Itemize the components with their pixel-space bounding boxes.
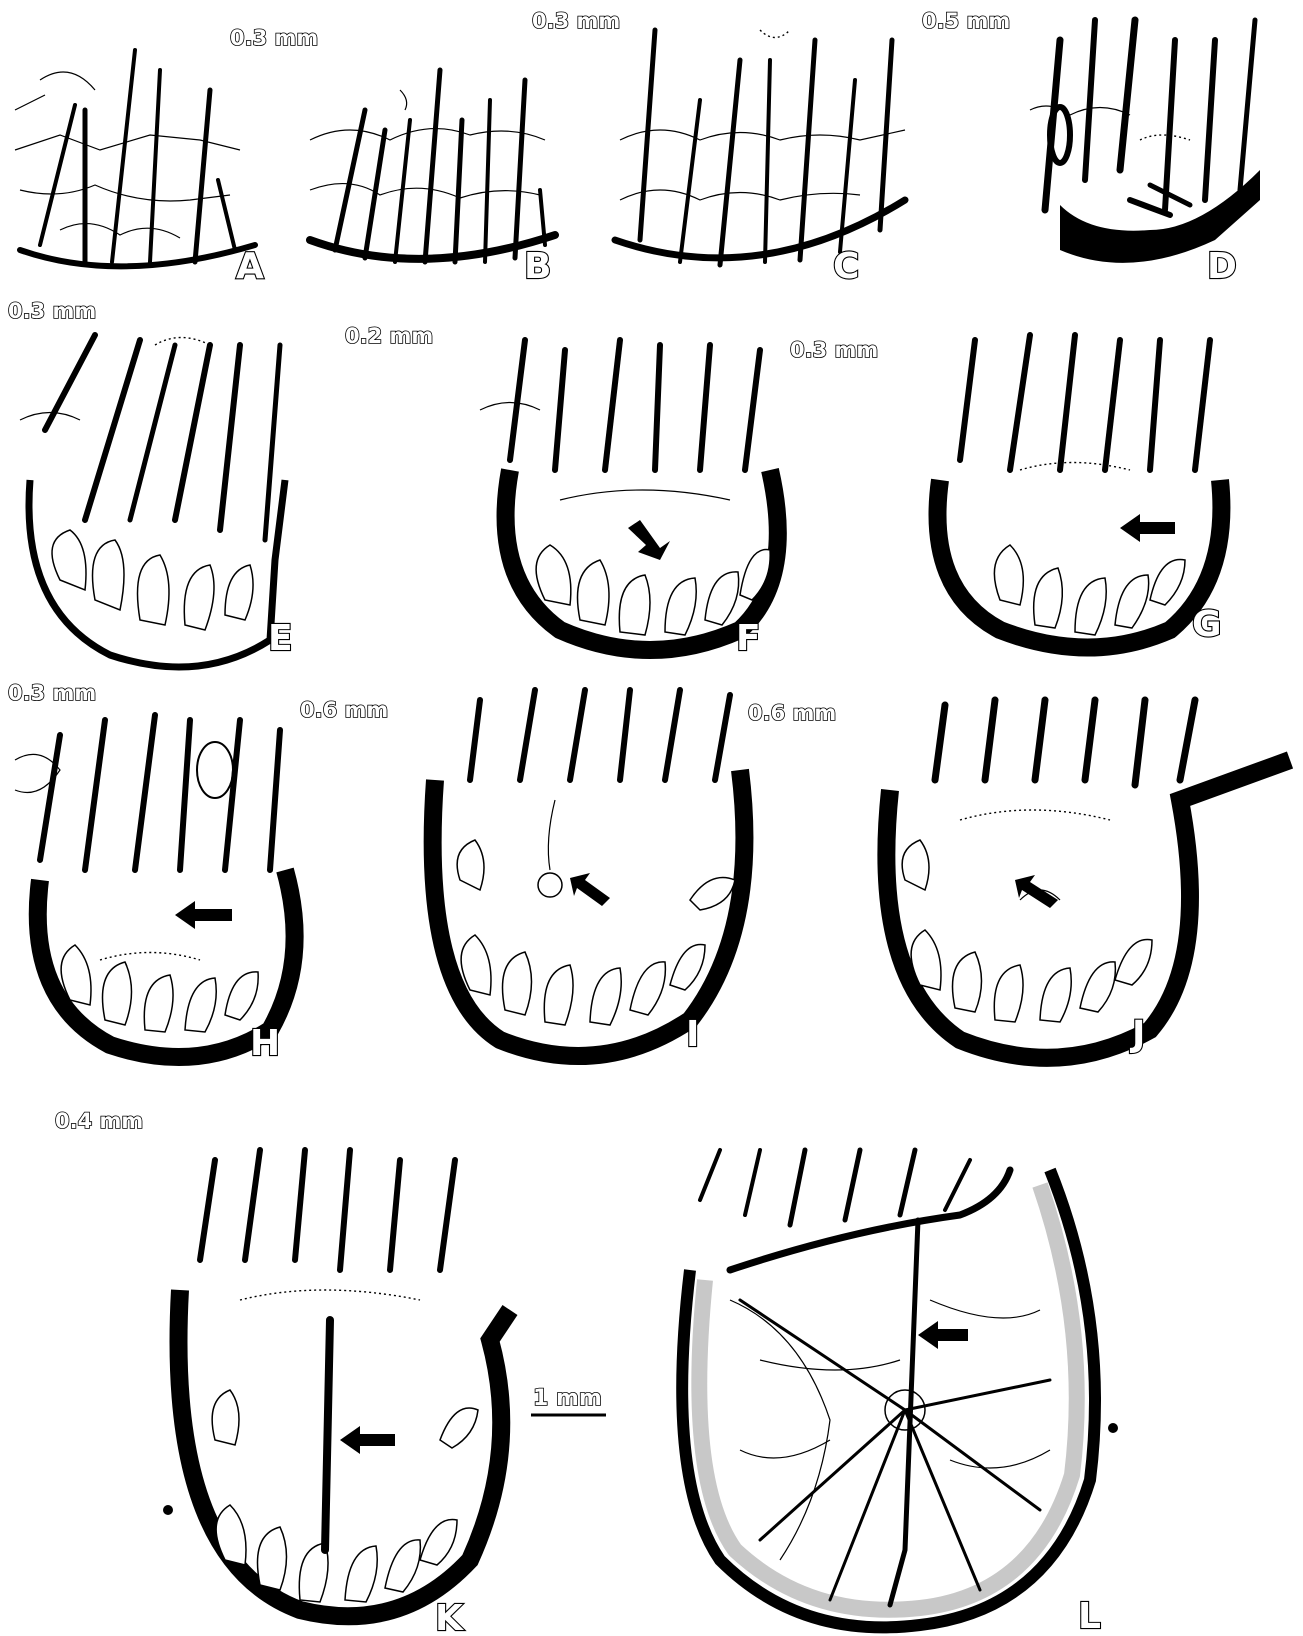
panel-d-drawing [1030, 20, 1260, 263]
scale-bar-label: 1 mm [533, 1386, 602, 1411]
panel-k: K 0.4 mm [55, 1109, 510, 1636]
panel-k-drawing [163, 1150, 510, 1616]
panel-c-drawing [615, 30, 905, 265]
scale-label-i: 0.6 mm [300, 698, 388, 722]
panel-a: A 0.3 mm [15, 26, 318, 287]
panel-b: B 0.3 mm [310, 9, 620, 287]
panel-d: D 0.5 mm [922, 9, 1260, 287]
panel-b-drawing [310, 70, 555, 262]
panel-j: J 0.6 mm [748, 700, 1290, 1058]
panel-e-drawing [20, 335, 285, 667]
panel-l-arrow [918, 1321, 968, 1349]
scale-bar: 1 mm [531, 1386, 606, 1415]
panel-f-drawing [480, 340, 778, 650]
scale-label-a: 0.3 mm [230, 26, 318, 50]
panel-i: I 0.6 mm [300, 690, 744, 1056]
panel-label-c: C [833, 246, 859, 287]
panel-label-i: I [686, 1014, 699, 1055]
scale-label-d: 0.5 mm [922, 9, 1010, 33]
scale-label-g: 0.3 mm [790, 338, 878, 362]
panel-label-l: L [1078, 1596, 1101, 1636]
panel-label-g: G [1192, 604, 1222, 645]
panel-l-drawing [682, 1150, 1118, 1627]
panel-f: F 0.2 mm [345, 324, 778, 659]
scale-label-e: 0.3 mm [8, 299, 96, 323]
panel-h: H 0.3 mm [8, 681, 295, 1064]
panel-g-drawing [938, 335, 1222, 648]
panel-a-drawing [15, 50, 255, 266]
panel-label-h: H [250, 1023, 280, 1064]
scale-label-k: 0.4 mm [55, 1109, 143, 1133]
panel-label-a: A [236, 246, 264, 287]
panel-c: C [615, 30, 905, 287]
panel-g: G 0.3 mm [790, 335, 1222, 648]
panel-label-d: D [1207, 246, 1237, 287]
panel-label-k: K [435, 1598, 464, 1636]
panel-label-b: B [524, 246, 551, 287]
scale-label-h: 0.3 mm [8, 681, 96, 705]
panel-l: L [682, 1150, 1118, 1636]
panel-j-drawing [886, 700, 1290, 1058]
scale-label-b: 0.3 mm [532, 9, 620, 33]
panel-h-drawing [15, 715, 295, 1057]
panel-label-f: F [736, 618, 761, 659]
panel-i-drawing [433, 690, 745, 1056]
panel-e: E 0.3 mm [8, 299, 293, 667]
panel-label-e: E [268, 618, 293, 659]
panel-label-j: J [1129, 1014, 1145, 1055]
scale-label-f: 0.2 mm [345, 324, 433, 348]
scale-label-j: 0.6 mm [748, 701, 836, 725]
